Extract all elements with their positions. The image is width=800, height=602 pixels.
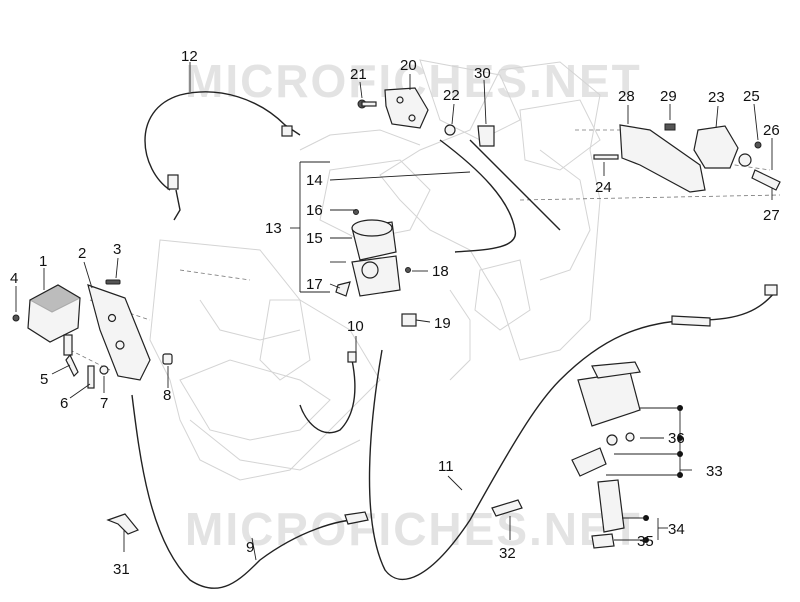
callout-35: 35 [637,533,654,550]
washer-part-4 [12,314,20,322]
cable-10 [299,351,357,434]
pad-part-32 [491,499,523,517]
group-13-bracket [290,161,330,293]
callout-22: 22 [443,87,460,104]
switch-group [571,361,641,549]
callout-34: 34 [668,521,685,538]
callout-36: 36 [668,430,685,447]
callout-33: 33 [706,463,723,480]
callout-4: 4 [10,270,18,287]
callout-23: 23 [708,89,725,106]
callout-7: 7 [100,395,108,412]
callout-24: 24 [595,179,612,196]
chassis-outline [149,59,601,481]
callout-14: 14 [306,172,323,189]
callout-20: 20 [400,57,417,74]
small-parts-right [593,123,781,191]
fitting-parts [87,365,109,389]
bracket-part [87,284,151,381]
cable-11 [368,284,778,580]
screw-part-21 [357,99,377,109]
callout-26: 26 [763,122,780,139]
callout-13: 13 [265,220,282,237]
actuator-part [27,284,82,378]
fitting-part-22 [444,124,456,136]
callout-27: 27 [763,207,780,224]
callout-3: 3 [113,241,121,258]
callout-16: 16 [306,202,323,219]
callout-labels: 1 2 3 4 5 6 7 8 9 10 11 12 13 14 15 16 1… [10,48,780,578]
leader-lines [15,62,773,561]
callout-11: 11 [438,458,454,475]
screw-part-3 [105,279,121,285]
callout-31: 31 [113,561,130,578]
latch-part-23 [693,125,752,169]
clip-part-30 [477,125,495,147]
callout-12: 12 [181,48,198,65]
callout-21: 21 [350,66,367,83]
cable-14 [439,139,561,253]
lock-assembly [335,209,411,297]
callout-10: 10 [347,318,364,335]
callout-6: 6 [60,395,68,412]
callout-2: 2 [78,245,86,262]
callout-19: 19 [434,315,451,332]
callout-17: 17 [306,276,323,293]
clip-part-19 [401,313,417,327]
hook-part-31 [106,513,139,535]
callout-28: 28 [618,88,635,105]
callout-18: 18 [432,263,449,280]
nut-part-8 [162,353,173,365]
cable-9 [131,394,369,589]
callout-15: 15 [306,230,323,247]
callout-30: 30 [474,65,491,82]
plate-part-28 [619,124,706,193]
callout-25: 25 [743,88,760,105]
callout-1: 1 [39,253,47,270]
cable-12 [144,91,301,221]
watermark-bottom: MICROFICHES.NET [185,503,642,555]
callout-9: 9 [246,539,254,556]
callout-29: 29 [660,88,677,105]
callout-8: 8 [163,387,171,404]
callout-32: 32 [499,545,516,562]
callout-5: 5 [40,371,48,388]
hinge-part-20 [384,87,429,129]
